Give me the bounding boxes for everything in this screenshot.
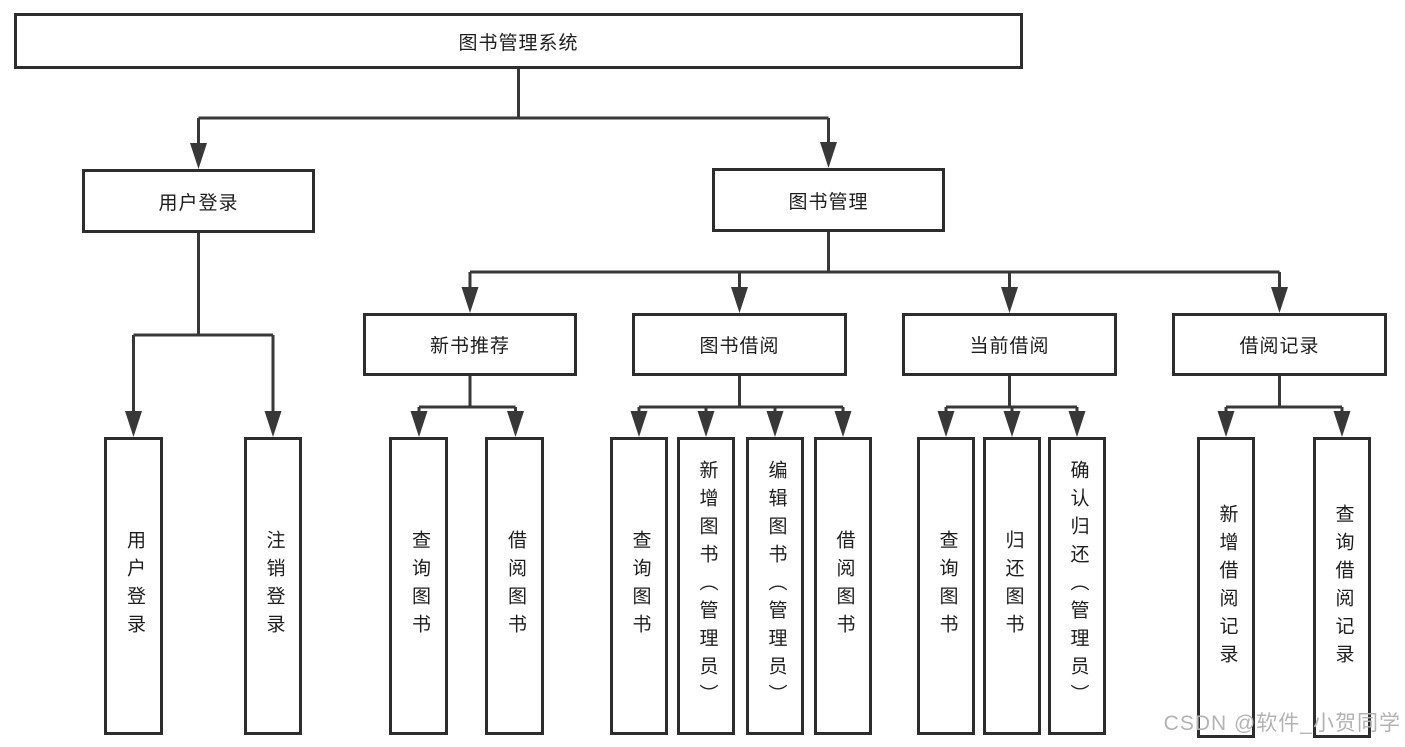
leaf-logout-label: 注销登录 [263,530,285,642]
leaf-br-add-record-label: 新增借阅记录 [1216,503,1238,672]
leaf-nbr-borrow-books-label: 借阅图书 [504,530,526,642]
connector-root-to-level2 [197,69,830,150]
node-root-label: 图书管理系统 [458,32,579,54]
leaf-nbr-query-books: 查询图书 [389,437,448,735]
node-book-management: 图书管理 [712,168,945,232]
leaf-cb-confirm-return-admin-label: 确认归还（管理员） [1067,460,1089,712]
node-borrow-records: 借阅记录 [1172,313,1387,376]
leaf-nbr-borrow-books: 借阅图书 [485,437,544,735]
node-user-login-label: 用户登录 [158,192,239,214]
node-current-borrow: 当前借阅 [902,313,1117,376]
leaf-cb-confirm-return-admin: 确认归还（管理员） [1048,437,1106,735]
node-root: 图书管理系统 [14,13,1023,69]
csdn-watermark: CSDN @软件_小贺同学 [1163,712,1401,735]
leaf-cb-return-books-label: 归还图书 [1002,530,1024,642]
connector-book-borrow-to-leaves [637,376,845,418]
leaf-cb-query-books: 查询图书 [917,437,975,735]
leaf-bb-add-books-admin-label: 新增图书（管理员） [696,460,718,712]
node-new-book-recommend-label: 新书推荐 [429,336,510,357]
leaf-logout: 注销登录 [244,437,302,735]
leaf-br-add-record: 新增借阅记录 [1197,437,1255,738]
connector-user-login-to-leaves [132,233,275,418]
leaf-user-login: 用户登录 [104,437,163,735]
connector-book-management-to-level3 [468,232,1281,294]
node-book-management-label: 图书管理 [788,191,869,213]
leaf-nbr-query-books-label: 查询图书 [408,530,430,642]
leaf-bb-add-books-admin: 新增图书（管理员） [677,437,735,735]
leaf-br-query-record-label: 查询借阅记录 [1332,503,1354,672]
node-current-borrow-label: 当前借阅 [969,336,1050,357]
node-book-borrow-label: 图书借阅 [699,336,780,357]
leaf-bb-borrow-books-label: 借阅图书 [833,530,855,642]
leaf-cb-query-books-label: 查询图书 [936,530,958,642]
connector-new-book-recommend-to-leaves [417,376,517,418]
node-borrow-records-label: 借阅记录 [1239,336,1320,357]
node-new-book-recommend: 新书推荐 [363,313,577,376]
connector-borrow-records-to-leaves [1224,376,1344,418]
node-book-borrow: 图书借阅 [632,313,847,376]
leaf-bb-query-books-label: 查询图书 [629,530,651,642]
leaf-bb-edit-books-admin: 编辑图书（管理员） [746,437,804,735]
leaf-bb-borrow-books: 借阅图书 [814,437,872,735]
leaf-br-query-record: 查询借阅记录 [1313,437,1371,738]
leaf-bb-edit-books-admin-label: 编辑图书（管理员） [765,460,787,712]
leaf-bb-query-books: 查询图书 [610,437,668,735]
leaf-user-login-label: 用户登录 [123,530,145,642]
leaf-cb-return-books: 归还图书 [983,437,1041,735]
node-user-login: 用户登录 [82,169,315,233]
